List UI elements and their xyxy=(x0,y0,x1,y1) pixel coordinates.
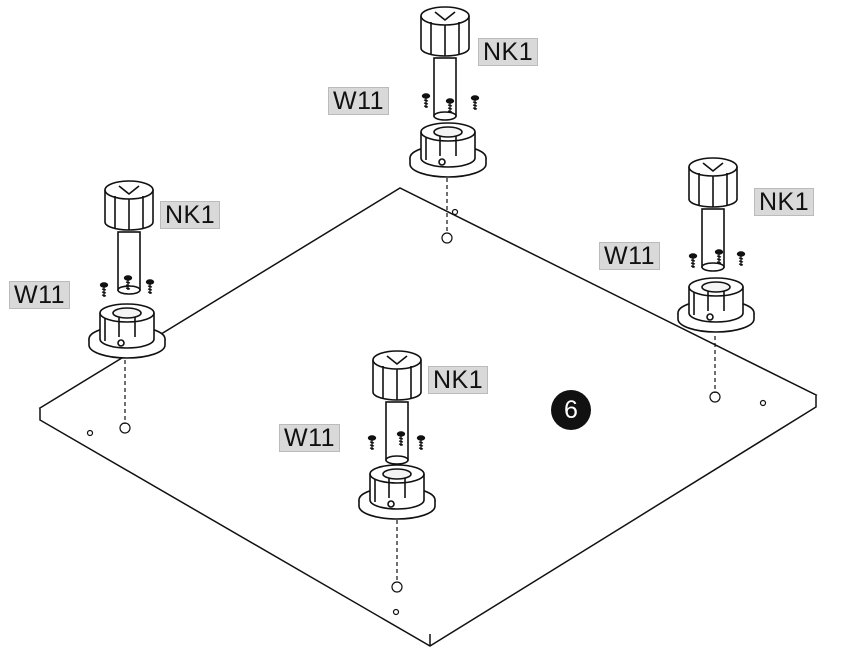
alignment-lines xyxy=(124,178,716,583)
plate-holes xyxy=(86,208,767,616)
label-nk1-top: NK1 xyxy=(478,38,539,66)
foot-assembly-top xyxy=(409,6,487,178)
foot-assembly-left xyxy=(88,180,166,359)
label-nk1-left: NK1 xyxy=(160,201,221,229)
label-w11-left: W11 xyxy=(9,281,71,309)
label-nk1-bottom: NK1 xyxy=(428,366,489,394)
label-w11-top: W11 xyxy=(328,87,390,115)
step-number-badge: 6 xyxy=(551,390,591,430)
base-plate xyxy=(38,187,818,647)
label-w11-right: W11 xyxy=(599,242,661,270)
foot-assembly-right xyxy=(677,157,755,333)
label-nk1-right: NK1 xyxy=(754,188,815,216)
label-w11-bottom: W11 xyxy=(279,424,341,452)
